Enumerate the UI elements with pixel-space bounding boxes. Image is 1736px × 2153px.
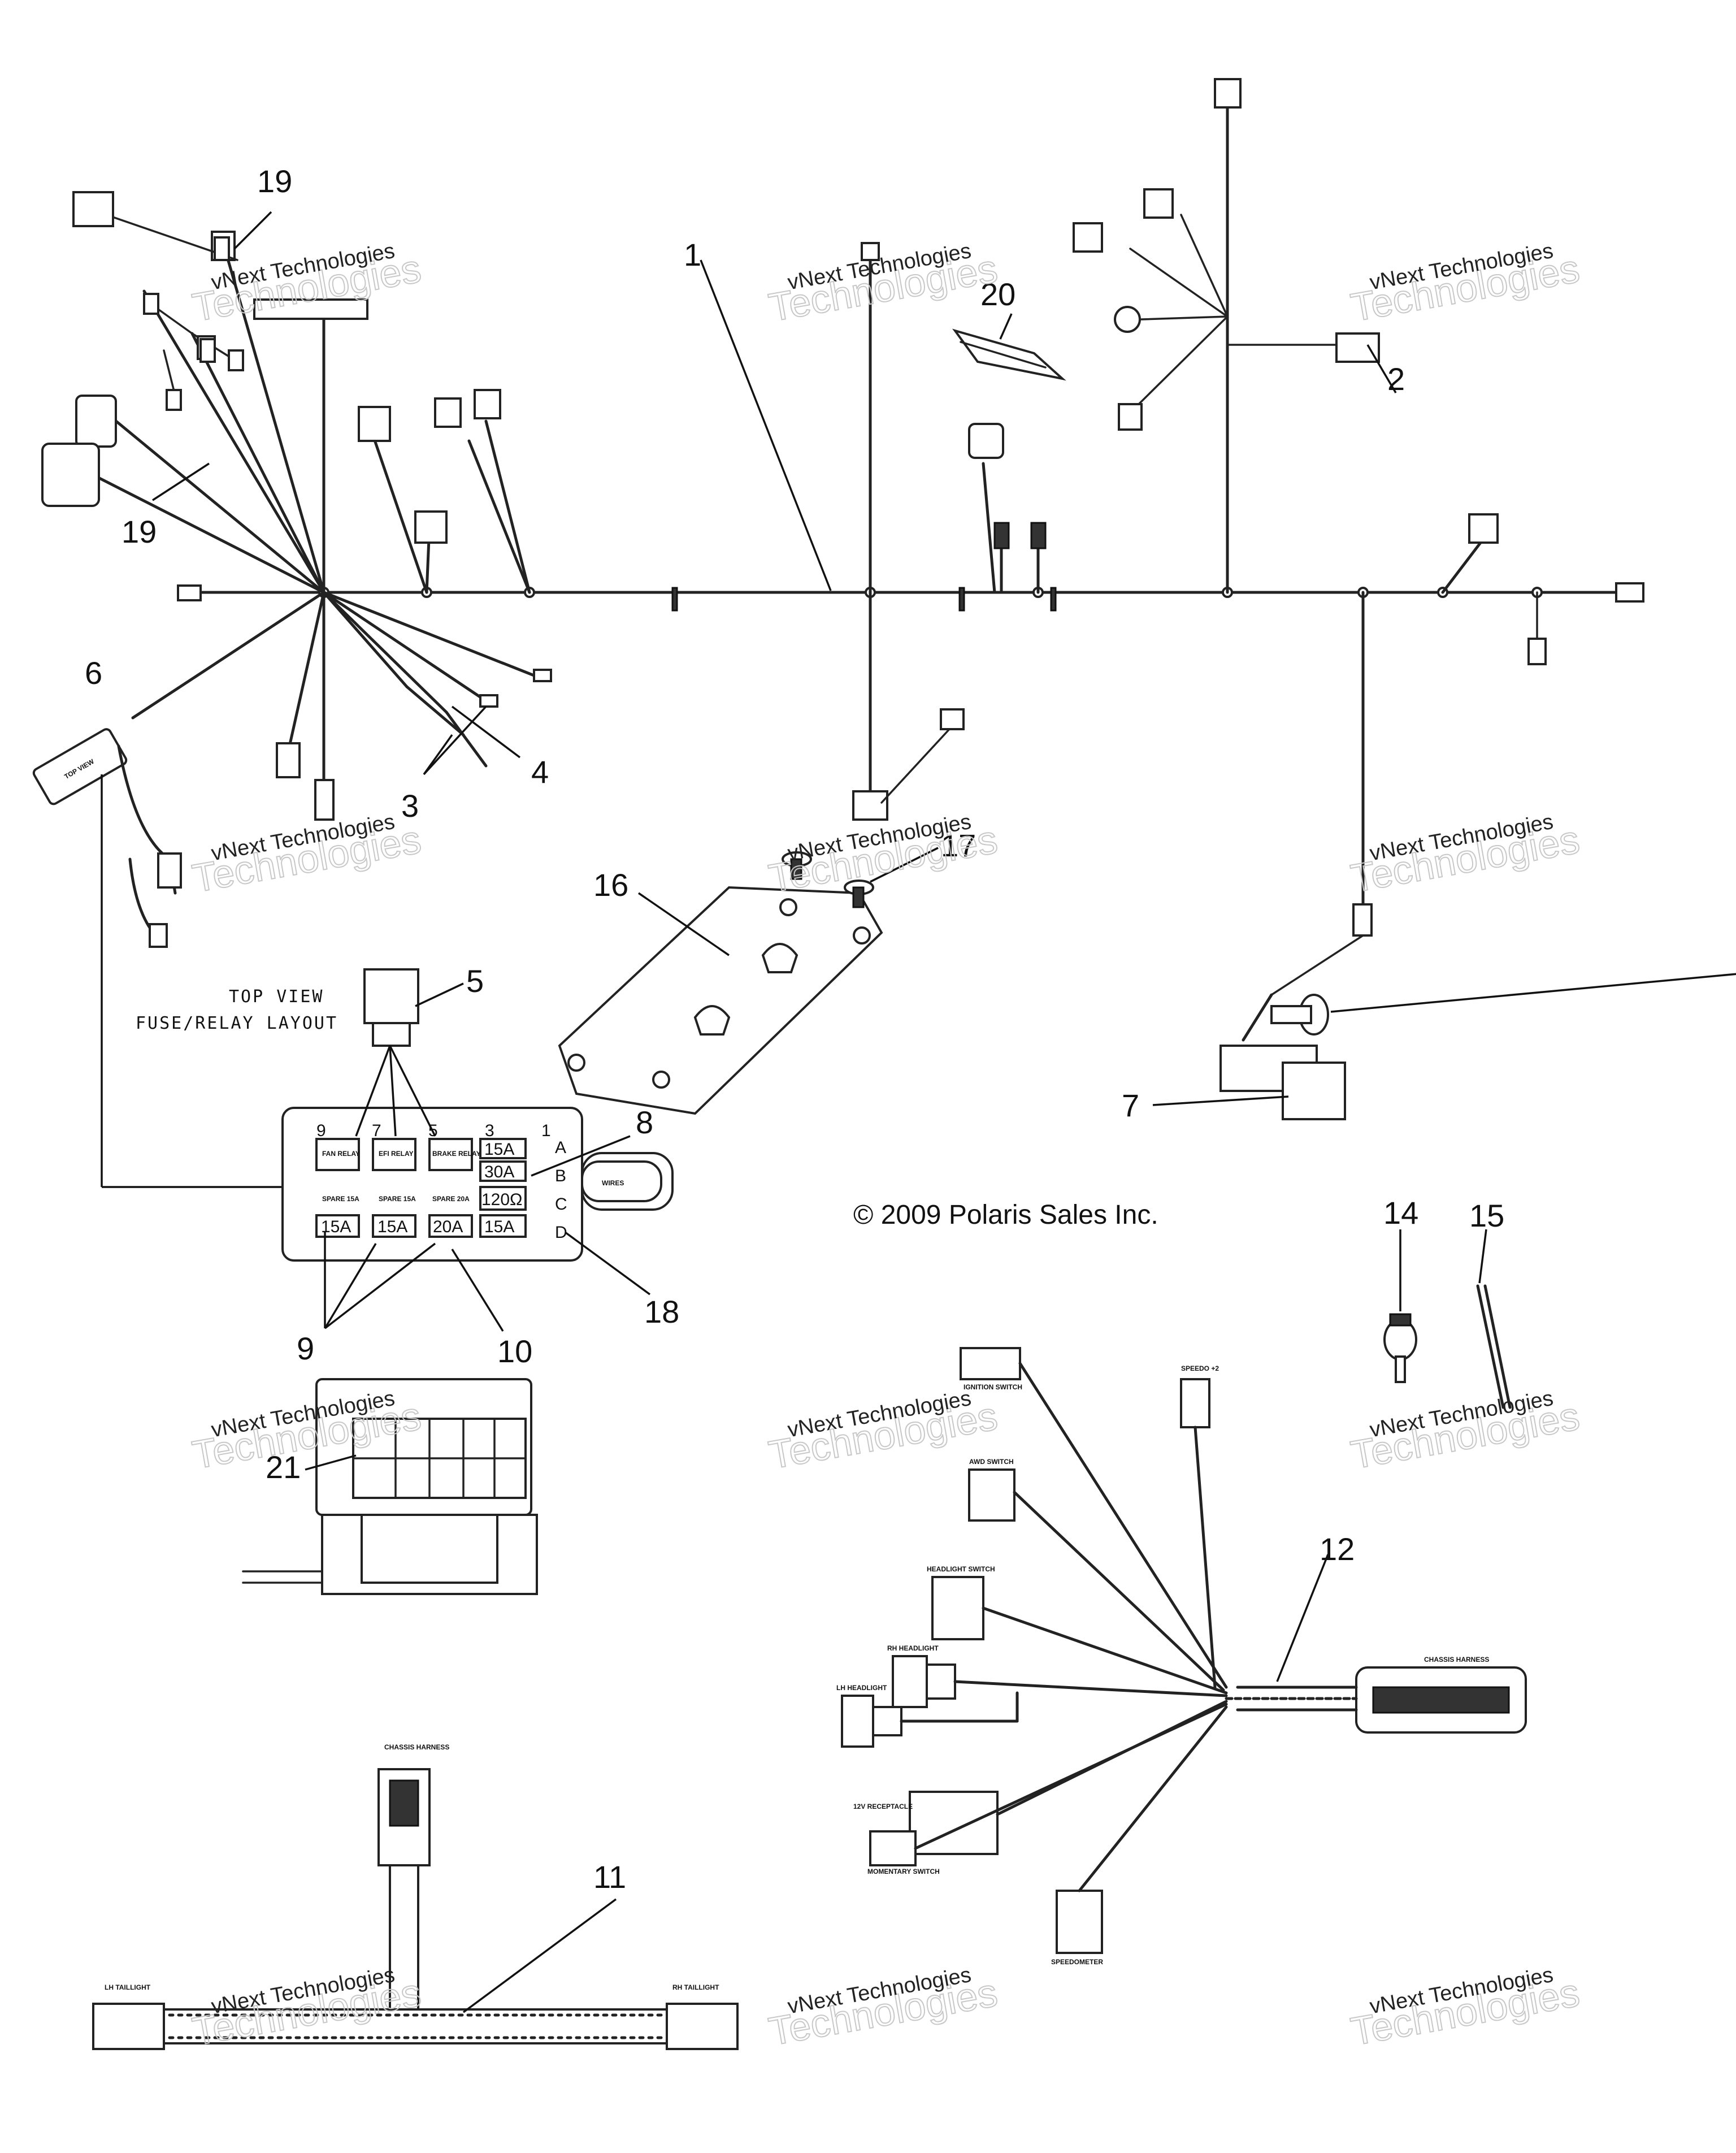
awd-switch-label: AWD SWITCH <box>969 1458 1014 1466</box>
col-1: 1 <box>541 1121 551 1140</box>
callout-20: 20 <box>980 276 1015 312</box>
callout-15: 15 <box>1469 1198 1504 1233</box>
row-c: C <box>555 1195 567 1214</box>
callout-3: 3 <box>401 788 419 824</box>
col-3: 3 <box>485 1121 494 1140</box>
callout-17: 17 <box>941 828 976 863</box>
bracket-part-16 <box>558 886 883 1115</box>
callout-19-top: 19 <box>257 163 292 199</box>
fuse-d2-value: 15A <box>377 1218 407 1236</box>
lh-taillight-label: LH TAILLIGHT <box>105 1983 151 1991</box>
tie-part-15 <box>1476 1284 1512 1409</box>
fuse-box: TOP VIEW FUSE/RELAY LAYOUT WIRES 9 7 5 3… <box>136 987 674 1262</box>
connector-part-7 <box>1219 993 1346 1120</box>
fuse-box-title-1: TOP VIEW <box>229 987 324 1007</box>
receptacle-label: 12V RECEPTACLE <box>853 1803 913 1810</box>
row-b: B <box>555 1167 566 1185</box>
callout-11: 11 <box>593 1859 626 1895</box>
callout-14: 14 <box>1383 1195 1418 1231</box>
clip-part-14 <box>1383 1313 1417 1383</box>
callout-2: 2 <box>1387 361 1405 397</box>
row-d: D <box>555 1223 567 1242</box>
main-harness <box>41 78 1644 996</box>
callout-labels: 1 2 3 4 5 6 7 8 9 10 11 12 13 14 15 16 1… <box>85 163 1504 1895</box>
callout-1: 1 <box>684 237 701 272</box>
col-9: 9 <box>316 1121 326 1140</box>
copyright: © 2009 Polaris Sales Inc. <box>853 1200 1158 1230</box>
callout-7: 7 <box>1122 1088 1139 1123</box>
leader-lines <box>152 211 1736 2013</box>
ignition-switch-label: IGNITION SWITCH <box>964 1383 1022 1391</box>
speedo-label: SPEEDO +2 <box>1181 1364 1219 1372</box>
fuse-box-side-part-21 <box>242 1378 538 1595</box>
headlight-switch-label: HEADLIGHT SWITCH <box>927 1565 995 1573</box>
dash-harness-part-12: IGNITION SWITCH SPEEDO +2 AWD SWITCH HEA… <box>836 1347 1527 1966</box>
fan-relay-label: FAN RELAY <box>322 1150 360 1158</box>
callout-10: 10 <box>497 1333 532 1369</box>
callout-4: 4 <box>531 754 549 790</box>
sleeve-part-20 <box>952 328 1066 381</box>
callout-16: 16 <box>593 867 628 903</box>
tail-harness-part-11: CHASSIS HARNESS LH TAILLIGHT RH TAILLIGH… <box>92 1743 739 2050</box>
fuse-b-value: 30A <box>484 1163 514 1181</box>
rh-headlight-label: RH HEADLIGHT <box>887 1644 939 1652</box>
callout-8: 8 <box>636 1104 653 1140</box>
callout-21: 21 <box>266 1449 301 1485</box>
spare-1-label: SPARE 15A <box>322 1195 359 1203</box>
fuse-box-title-2: FUSE/RELAY LAYOUT <box>136 1013 338 1033</box>
callout-12: 12 <box>1320 1531 1355 1567</box>
fuse-box-wires-label: WIRES <box>602 1179 624 1187</box>
callout-19-left: 19 <box>121 514 157 549</box>
chassis-harness-bottom-label: CHASSIS HARNESS <box>384 1743 449 1751</box>
relay-part-5 <box>363 968 419 1047</box>
pushpin-part-13 <box>1270 994 1329 1036</box>
spare-3-label: SPARE 20A <box>432 1195 470 1203</box>
callout-6: 6 <box>85 655 102 691</box>
row-a: A <box>555 1138 566 1157</box>
module-part-6: TOP VIEW <box>32 728 283 1188</box>
spare-2-label: SPARE 15A <box>379 1195 416 1203</box>
fuse-d1-value: 15A <box>321 1218 351 1236</box>
chassis-harness-right-label: CHASSIS HARNESS <box>1424 1656 1489 1664</box>
momentary-switch-label: MOMENTARY SWITCH <box>867 1868 940 1875</box>
callout-9: 9 <box>297 1331 314 1366</box>
col-7: 7 <box>372 1121 381 1140</box>
callout-5: 5 <box>466 963 484 999</box>
fuse-d3-value: 20A <box>433 1218 463 1236</box>
screws-part-17 <box>782 851 874 908</box>
rh-taillight-label: RH TAILLIGHT <box>672 1983 719 1991</box>
clip-part-19 <box>199 236 230 363</box>
lh-headlight-label: LH HEADLIGHT <box>836 1684 887 1692</box>
speedometer-label: SPEEDOMETER <box>1051 1958 1103 1966</box>
efi-relay-label: EFI RELAY <box>379 1150 414 1158</box>
fuse-c-value: 120Ω <box>481 1190 522 1209</box>
brake-relay-label: BRAKE RELAY <box>432 1150 481 1158</box>
fuse-d4-value: 15A <box>484 1218 514 1236</box>
callout-18: 18 <box>644 1294 679 1329</box>
fuse-a-value: 15A <box>484 1140 514 1159</box>
